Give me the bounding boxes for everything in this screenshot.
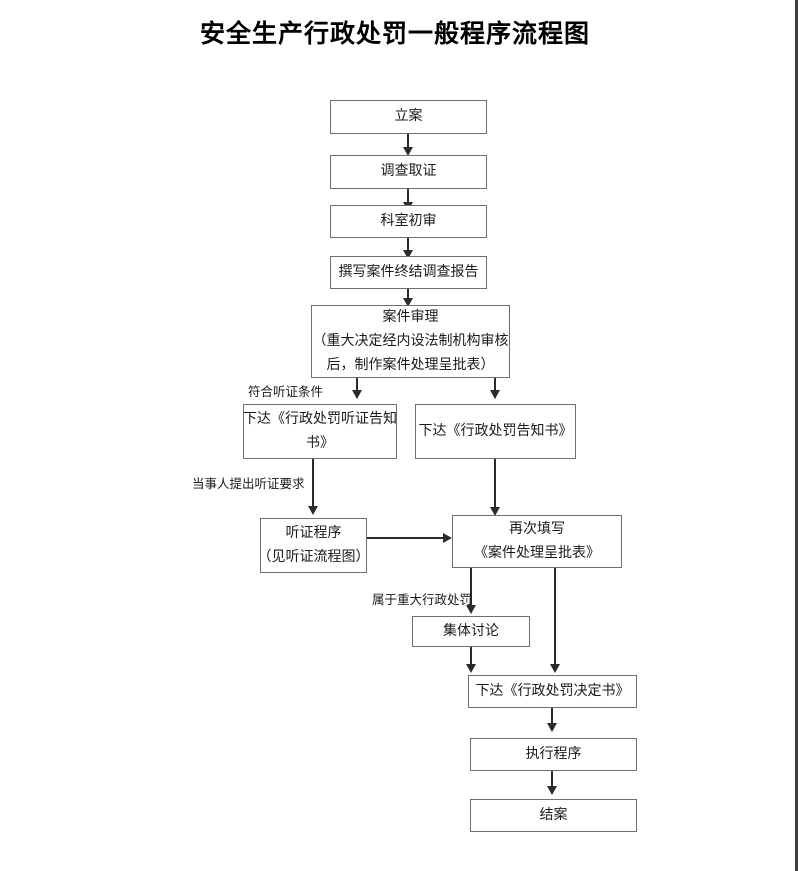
node-li-an[interactable]: 立案 <box>330 100 487 134</box>
node-label-line-2: 《案件处理呈批表》 <box>474 545 600 561</box>
edge-n1-n2 <box>407 134 409 153</box>
node-xia-da-gao-zhi-shu[interactable]: 下达《行政处罚告知书》 <box>415 404 576 459</box>
edge-label-shu-yu-zhong-da-xing-zheng-chu-fa: 属于重大行政处罚 <box>372 593 473 607</box>
node-label: 结案 <box>539 807 568 823</box>
arrowhead-n5-n7 <box>490 390 500 399</box>
edge-n2-n3 <box>407 189 409 208</box>
node-label-line-1: 案件审理 <box>382 309 439 325</box>
edge-n10-n11 <box>470 647 472 668</box>
node-jie-an[interactable]: 结案 <box>470 799 637 832</box>
node-label: 科室初审 <box>380 213 437 229</box>
page-right-edge <box>795 0 798 871</box>
node-label-line-1: 下达《行政处罚听证告知 <box>243 411 397 427</box>
node-label-line-2: （重大决定经内设法制机构审核 <box>312 333 509 349</box>
node-ke-shi-chu-shen[interactable]: 科室初审 <box>330 205 487 238</box>
arrowhead-n10-n11 <box>466 664 476 673</box>
arrowhead-n9-n11 <box>550 664 560 673</box>
edge-n6-n8 <box>312 459 314 510</box>
edge-n8-n9 <box>367 537 443 539</box>
edge-n7-n9 <box>494 459 496 511</box>
arrowhead-n12-n13 <box>547 786 557 795</box>
edge-n9-n10 <box>470 568 472 608</box>
edge-n4-n5 <box>407 289 409 302</box>
node-xia-da-ting-zheng-gao-zhi-shu[interactable]: 下达《行政处罚听证告知 书》 <box>243 404 397 459</box>
edge-n5-n6 <box>356 378 358 398</box>
edge-n3-n4 <box>407 238 409 256</box>
arrowhead-n9-n10 <box>466 605 476 614</box>
node-zhi-xing-cheng-xu[interactable]: 执行程序 <box>470 738 637 771</box>
edge-n12-n13 <box>551 771 553 788</box>
node-label-line-3: 后，制作案件处理呈批表） <box>326 357 495 373</box>
node-label: 撰写案件终结调查报告 <box>338 264 479 280</box>
node-label: 下达《行政处罚告知书》 <box>418 423 573 439</box>
arrowhead-n6-n8 <box>308 506 318 515</box>
node-label: 下达《行政处罚决定书》 <box>475 683 630 699</box>
arrowhead-n4-n5 <box>403 298 413 307</box>
node-label-line-1: 听证程序 <box>285 525 342 541</box>
node-label: 执行程序 <box>525 746 582 762</box>
node-diao-cha-qu-zheng[interactable]: 调查取证 <box>330 155 487 189</box>
edge-n11-n12 <box>551 708 553 727</box>
node-an-jian-shen-li[interactable]: 案件审理 （重大决定经内设法制机构审核 后，制作案件处理呈批表） <box>311 305 510 378</box>
node-label: 调查取证 <box>380 164 437 179</box>
node-xia-da-jue-ding-shu[interactable]: 下达《行政处罚决定书》 <box>468 675 637 708</box>
node-label-line-2: （见听证流程图） <box>257 549 370 565</box>
arrowhead-n5-n6 <box>352 390 362 399</box>
node-ting-zheng-cheng-xu[interactable]: 听证程序 （见听证流程图） <box>257 518 370 573</box>
arrowhead-n7-n9 <box>490 507 500 516</box>
edge-label-dang-shi-ren-ting-zheng-yao-qiu: 当事人提出听证要求 <box>192 477 305 491</box>
edge-n9-n11 <box>554 568 556 668</box>
arrowhead-n1-n2 <box>403 147 413 156</box>
node-ji-ti-tao-lun[interactable]: 集体讨论 <box>412 616 530 647</box>
node-label: 立案 <box>394 109 423 124</box>
arrowhead-n3-n4 <box>403 250 413 259</box>
node-label: 集体讨论 <box>443 623 499 639</box>
arrowhead-n11-n12 <box>547 723 557 732</box>
edge-n5-n7 <box>494 378 496 398</box>
node-zhuan-xie-bao-gao[interactable]: 撰写案件终结调查报告 <box>330 256 487 289</box>
node-zai-ci-tian-xie[interactable]: 再次填写 《案件处理呈批表》 <box>452 515 622 568</box>
page-title: 安全生产行政处罚一般程序流程图 <box>199 21 590 48</box>
node-label-line-2: 书》 <box>306 435 334 451</box>
arrowhead-n8-n9 <box>443 533 452 543</box>
node-label-line-1: 再次填写 <box>509 521 565 537</box>
edge-label-fu-he-ting-zheng-tiao-jian: 符合听证条件 <box>248 385 324 399</box>
